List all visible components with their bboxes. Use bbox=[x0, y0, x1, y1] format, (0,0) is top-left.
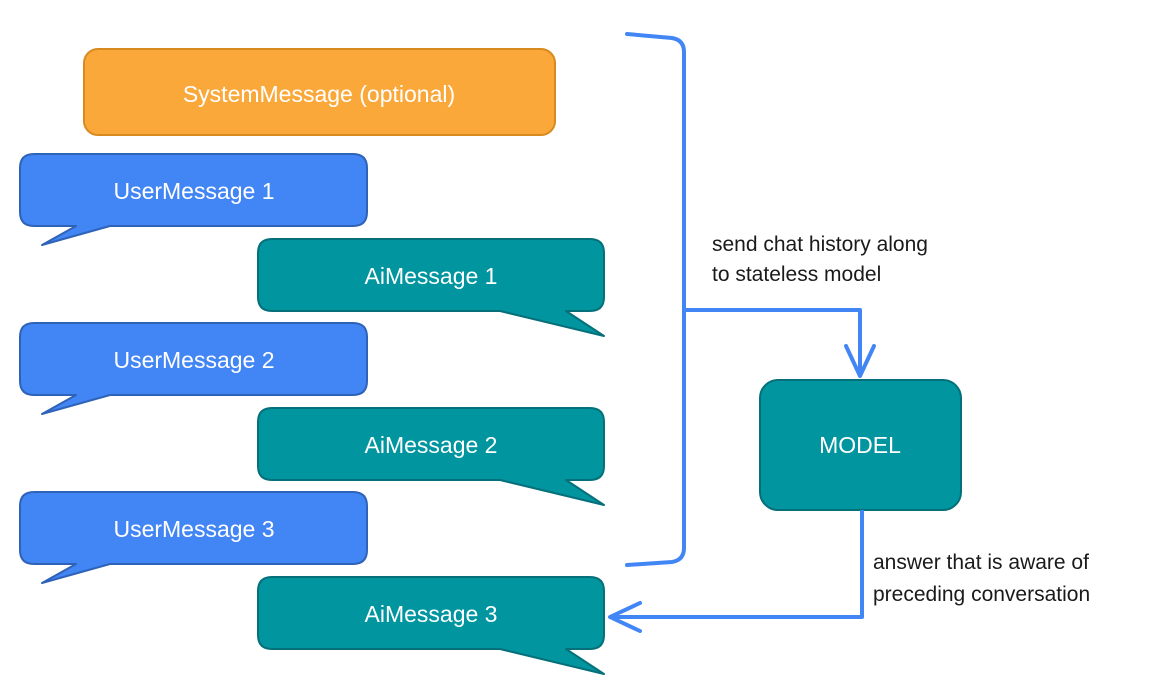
answer-note-line1: answer that is aware of bbox=[873, 551, 1089, 574]
user-message-3-bubble: UserMessage 3 bbox=[19, 491, 368, 584]
user-message-1-bubble: UserMessage 1 bbox=[19, 153, 368, 246]
ai-message-1-shape bbox=[257, 238, 605, 337]
system-message-bubble: SystemMessage (optional) bbox=[83, 48, 556, 136]
system-message-box bbox=[83, 48, 556, 136]
ai-message-2-shape bbox=[257, 407, 605, 506]
user-message-3-label: UserMessage 3 bbox=[113, 516, 274, 542]
ai-message-1-bubble: AiMessage 1 bbox=[257, 238, 605, 337]
user-message-1-shape bbox=[19, 153, 368, 246]
user-message-1-label: UserMessage 1 bbox=[113, 178, 274, 204]
ai-message-1-label: AiMessage 1 bbox=[365, 263, 498, 289]
ai-message-3-shape bbox=[257, 576, 605, 675]
ai-message-2-bubble: AiMessage 2 bbox=[257, 407, 605, 506]
send-history-arrow bbox=[684, 308, 862, 374]
answer-arrowhead bbox=[608, 601, 642, 633]
user-message-2-shape bbox=[19, 322, 368, 415]
send-history-note-line1: send chat history along bbox=[712, 233, 928, 256]
user-message-2-label: UserMessage 2 bbox=[113, 347, 274, 373]
send-history-note-line2: to stateless model bbox=[712, 263, 881, 286]
user-message-2-bubble: UserMessage 2 bbox=[19, 322, 368, 415]
ai-message-3-label: AiMessage 3 bbox=[365, 601, 498, 627]
model-label: MODEL bbox=[819, 432, 901, 458]
answer-arrow bbox=[612, 510, 864, 619]
ai-message-2-label: AiMessage 2 bbox=[365, 432, 498, 458]
history-bracket bbox=[625, 32, 686, 567]
user-message-3-shape bbox=[19, 491, 368, 584]
system-message-label: SystemMessage (optional) bbox=[183, 81, 455, 107]
answer-note-line2: preceding conversation bbox=[873, 583, 1090, 606]
ai-message-3-bubble: AiMessage 3 bbox=[257, 576, 605, 675]
send-history-arrowhead bbox=[844, 344, 876, 378]
model-node: MODEL bbox=[759, 379, 962, 511]
